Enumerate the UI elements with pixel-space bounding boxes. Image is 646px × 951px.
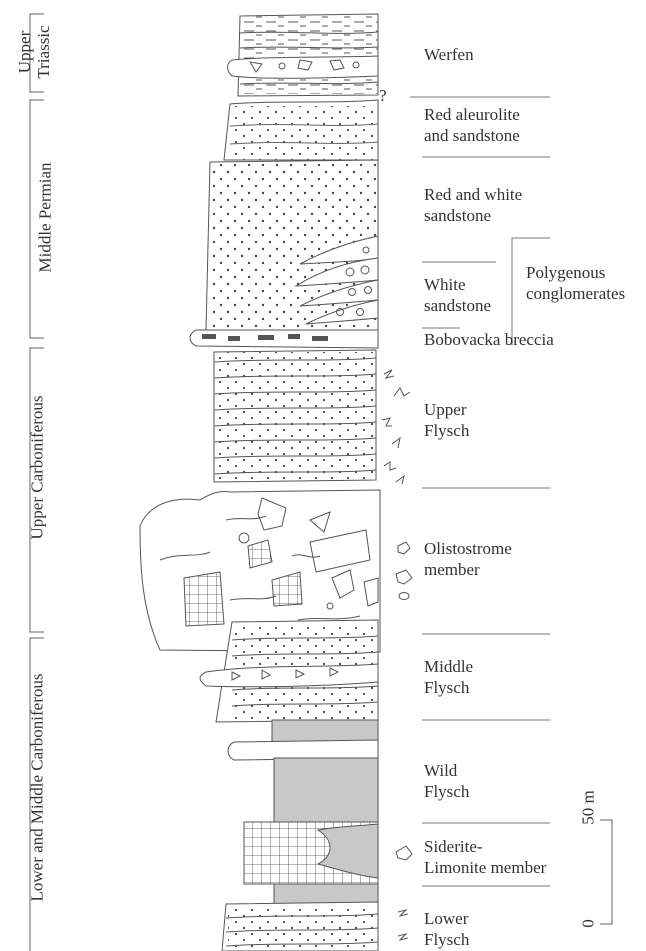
lower-flysch-layer [221,901,379,951]
bracket-upper-triassic [29,13,44,93]
olistostrome-legend-symbols [395,541,413,600]
label-middle-flysch: Middle Flysch [424,656,473,698]
period-upper-triassic: Upper Triassic [15,2,53,102]
red-aleurolite-layer [223,99,379,161]
label-red-aleurolite: Red aleurolite and sandstone [424,104,520,146]
label-line: Flysch [424,782,470,801]
bracket-middle-permian [29,99,44,339]
label-line: Red and white [424,185,523,204]
olistostrome-layer [139,489,381,653]
label-wild-flysch: Wild Flysch [424,760,469,802]
scale-bar [600,819,613,925]
label-line: White [424,275,466,294]
label-line: sandstone [424,296,492,315]
label-line: Upper [424,400,467,419]
label-line: Flysch [424,678,470,697]
period-line: Triassic [34,25,53,79]
period-middle-permian: Middle Permian [36,118,55,318]
label-line: Olistostrome [424,539,512,558]
upper-flysch-layer [213,349,377,483]
wild-flysch-layer [227,719,379,823]
label-separators [410,96,550,887]
bracket-upper-carboniferous [29,347,44,633]
label-line: Wild [424,761,458,780]
label-siderite-limonite: Siderite- Limonite member [424,836,546,878]
label-olistostrome: Olistostrome member [424,538,512,580]
period-upper-carboniferous: Upper Carboniferous [28,358,47,578]
siderite-symbol [395,845,413,861]
question-mark: ? [379,86,387,105]
period-line: Lower and Middle Carboniferous [27,673,47,902]
label-line: member [424,560,480,579]
werfen-layer [227,13,379,97]
label-werfen: Werfen [424,44,474,65]
label-white-sandstone: White sandstone [424,274,491,316]
middle-flysch-layer [199,619,379,723]
period-line: Upper Carboniferous [27,395,47,540]
period-line: Middle Permian [35,162,55,273]
label-line: Siderite- [424,837,483,856]
label-line: Flysch [424,421,470,440]
label-line: and sandstone [424,126,520,145]
label-line: sandstone [424,206,492,225]
label-line: Flysch [424,930,470,949]
label-bobovacka-breccia: Bobovacka breccia [424,329,554,350]
label-red-white-sandstone: Red and white sandstone [424,184,522,226]
lower-flysch-symbols [397,909,409,941]
bracket-lower-middle-carboniferous [29,637,44,951]
conglomerate-wedges [294,235,379,325]
upper-flysch-symbols [381,369,411,485]
period-lower-middle-carboniferous: Lower and Middle Carboniferous [28,648,47,928]
scale-top-label: 50 m [578,790,598,825]
period-line: Upper [15,30,34,74]
label-line: Red aleurolite [424,105,520,124]
label-polygenous-conglomerates: Polygenous conglomerates [526,262,625,304]
label-line: Lower [424,909,469,928]
label-line: Polygenous [526,263,606,282]
label-line: Limonite member [424,858,547,877]
conglomerate-bracket [511,237,550,345]
scale-bottom-label: 0 [578,919,598,928]
label-line: Middle [424,657,474,676]
age-brackets [29,13,44,951]
label-line: Bobovacka breccia [424,330,554,349]
breccia-layer [189,329,379,349]
label-upper-flysch: Upper Flysch [424,399,469,441]
label-lower-flysch: Lower Flysch [424,908,469,950]
label-line: Werfen [424,45,474,64]
label-line: conglomerates [526,284,626,303]
siderite-limonite-layer [243,821,379,905]
